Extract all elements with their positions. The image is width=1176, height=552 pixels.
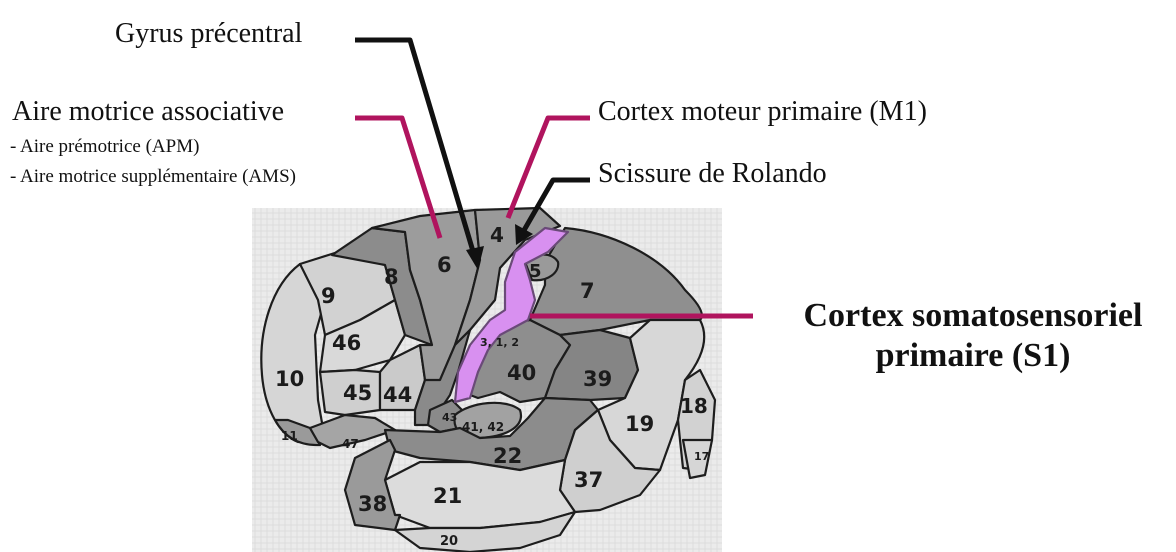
area-num-18: 18 (680, 394, 708, 418)
label-ams: - Aire motrice supplémentaire (AMS) (10, 166, 296, 188)
area-num-46: 46 (332, 331, 361, 355)
area-num-47: 47 (342, 437, 359, 451)
leader-m1 (508, 118, 590, 218)
area-num-7: 7 (580, 279, 595, 303)
area-21 (385, 460, 575, 528)
label-s1-line1: Cortex somatosensoriel (778, 296, 1168, 336)
label-rolando: Scissure de Rolando (598, 158, 827, 190)
area-num-19: 19 (625, 412, 654, 436)
label-aire-motrice-associative: Aire motrice associative (12, 96, 284, 128)
area-num-21: 21 (433, 484, 462, 508)
area-num-22: 22 (493, 444, 522, 468)
label-gyrus-precentral: Gyrus précentral (115, 18, 302, 50)
area-num-39: 39 (583, 367, 612, 391)
label-m1: Cortex moteur primaire (M1) (598, 96, 927, 128)
area-num-41-42: 41, 42 (462, 420, 504, 434)
area-num-11: 11 (281, 429, 298, 443)
area-num-5: 5 (529, 261, 542, 282)
area-num-43: 43 (442, 411, 457, 424)
area-num-6: 6 (437, 253, 452, 277)
area-num-44: 44 (383, 383, 412, 407)
area-num-10: 10 (275, 367, 304, 391)
area-num-37: 37 (574, 468, 603, 492)
area-num-17: 17 (694, 450, 709, 463)
label-apm: - Aire prémotrice (APM) (10, 136, 199, 158)
area-num-8: 8 (384, 265, 399, 289)
area-num-9: 9 (321, 284, 336, 308)
area-num-3-1-2: 3, 1, 2 (480, 336, 519, 349)
label-s1: Cortex somatosensoriel primaire (S1) (778, 296, 1168, 376)
area-num-45: 45 (343, 381, 372, 405)
area-num-40: 40 (507, 361, 536, 385)
area-num-20: 20 (440, 534, 458, 549)
area-num-4: 4 (490, 223, 504, 247)
area-num-38: 38 (358, 492, 387, 516)
label-s1-line2: primaire (S1) (778, 336, 1168, 376)
